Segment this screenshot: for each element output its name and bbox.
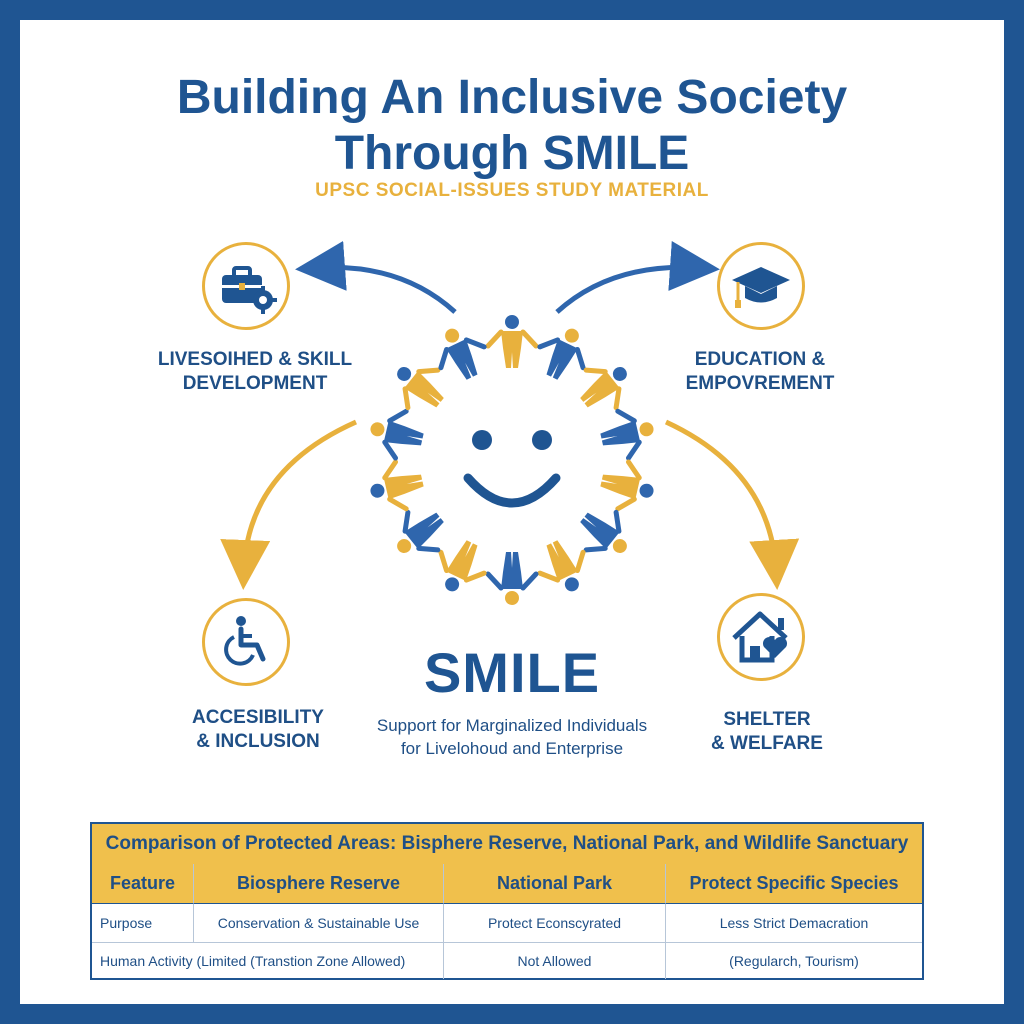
smile-heading: SMILE	[423, 641, 601, 704]
header-biosphere: Biosphere Reserve	[194, 864, 444, 904]
cell-biosphere: Conservation & Sustainable Use	[194, 904, 444, 942]
cell-feature: Human Activity (Limited (Transtion Zone …	[92, 943, 444, 979]
house-heart-icon	[717, 593, 805, 681]
cell-national-park: Protect Econscyrated	[444, 904, 666, 942]
person-figure-icon	[580, 509, 627, 554]
briefcase-gear-icon	[202, 242, 290, 330]
cell-national-park: Not Allowed	[444, 943, 666, 979]
person-figure-icon	[397, 509, 444, 554]
person-figure-icon	[485, 315, 539, 368]
graduation-cap-icon	[717, 242, 805, 330]
node-shelter-label: SHELTER& WELFARE	[711, 709, 823, 754]
person-figure-icon	[370, 459, 424, 512]
table-title: Comparison of Protected Areas: Bisphere …	[92, 824, 922, 864]
title-line-2: Through SMILE	[334, 127, 690, 180]
cell-feature: Purpose	[92, 904, 194, 942]
node-education-label: EDUCATION &EMPOVREMENT	[685, 349, 835, 394]
person-figure-icon	[600, 459, 654, 512]
title-line-1: Building An Inclusive Society	[176, 71, 848, 124]
node-accessibility-label: ACCESIBILITY& INCLUSION	[192, 707, 324, 752]
person-figure-icon	[537, 540, 586, 592]
person-figure-icon	[397, 366, 444, 411]
wheelchair-icon	[202, 598, 290, 686]
person-figure-icon	[580, 366, 627, 411]
arrow-to-bottom-right	[664, 419, 800, 590]
subtitle: UPSC SOCIAL-ISSUES STUDY MATERIAL	[315, 180, 709, 201]
table-header-row: Feature Biosphere Reserve National Park …	[92, 864, 922, 904]
comparison-table: Comparison of Protected Areas: Bisphere …	[90, 822, 924, 980]
table-row: Purpose Conservation & Sustainable Use P…	[92, 904, 922, 943]
person-figure-icon	[537, 328, 586, 380]
person-figure-icon	[485, 552, 539, 605]
cell-species: Less Strict Demacration	[719, 915, 869, 931]
header-national-park: National Park	[444, 864, 666, 904]
arrow-to-top-right	[555, 241, 720, 314]
arrow-to-bottom-left	[220, 419, 358, 590]
person-figure-icon	[438, 328, 487, 380]
person-figure-icon	[600, 408, 654, 461]
header-species: Protect Specific Species	[666, 864, 922, 904]
table-row: Human Activity (Limited (Transtion Zone …	[92, 943, 922, 979]
arrow-to-top-left	[295, 240, 457, 314]
person-figure-icon	[370, 408, 424, 461]
header-feature: Feature	[92, 864, 194, 904]
person-figure-icon	[438, 540, 487, 592]
cell-species: (Regularch, Tourism)	[729, 953, 859, 969]
